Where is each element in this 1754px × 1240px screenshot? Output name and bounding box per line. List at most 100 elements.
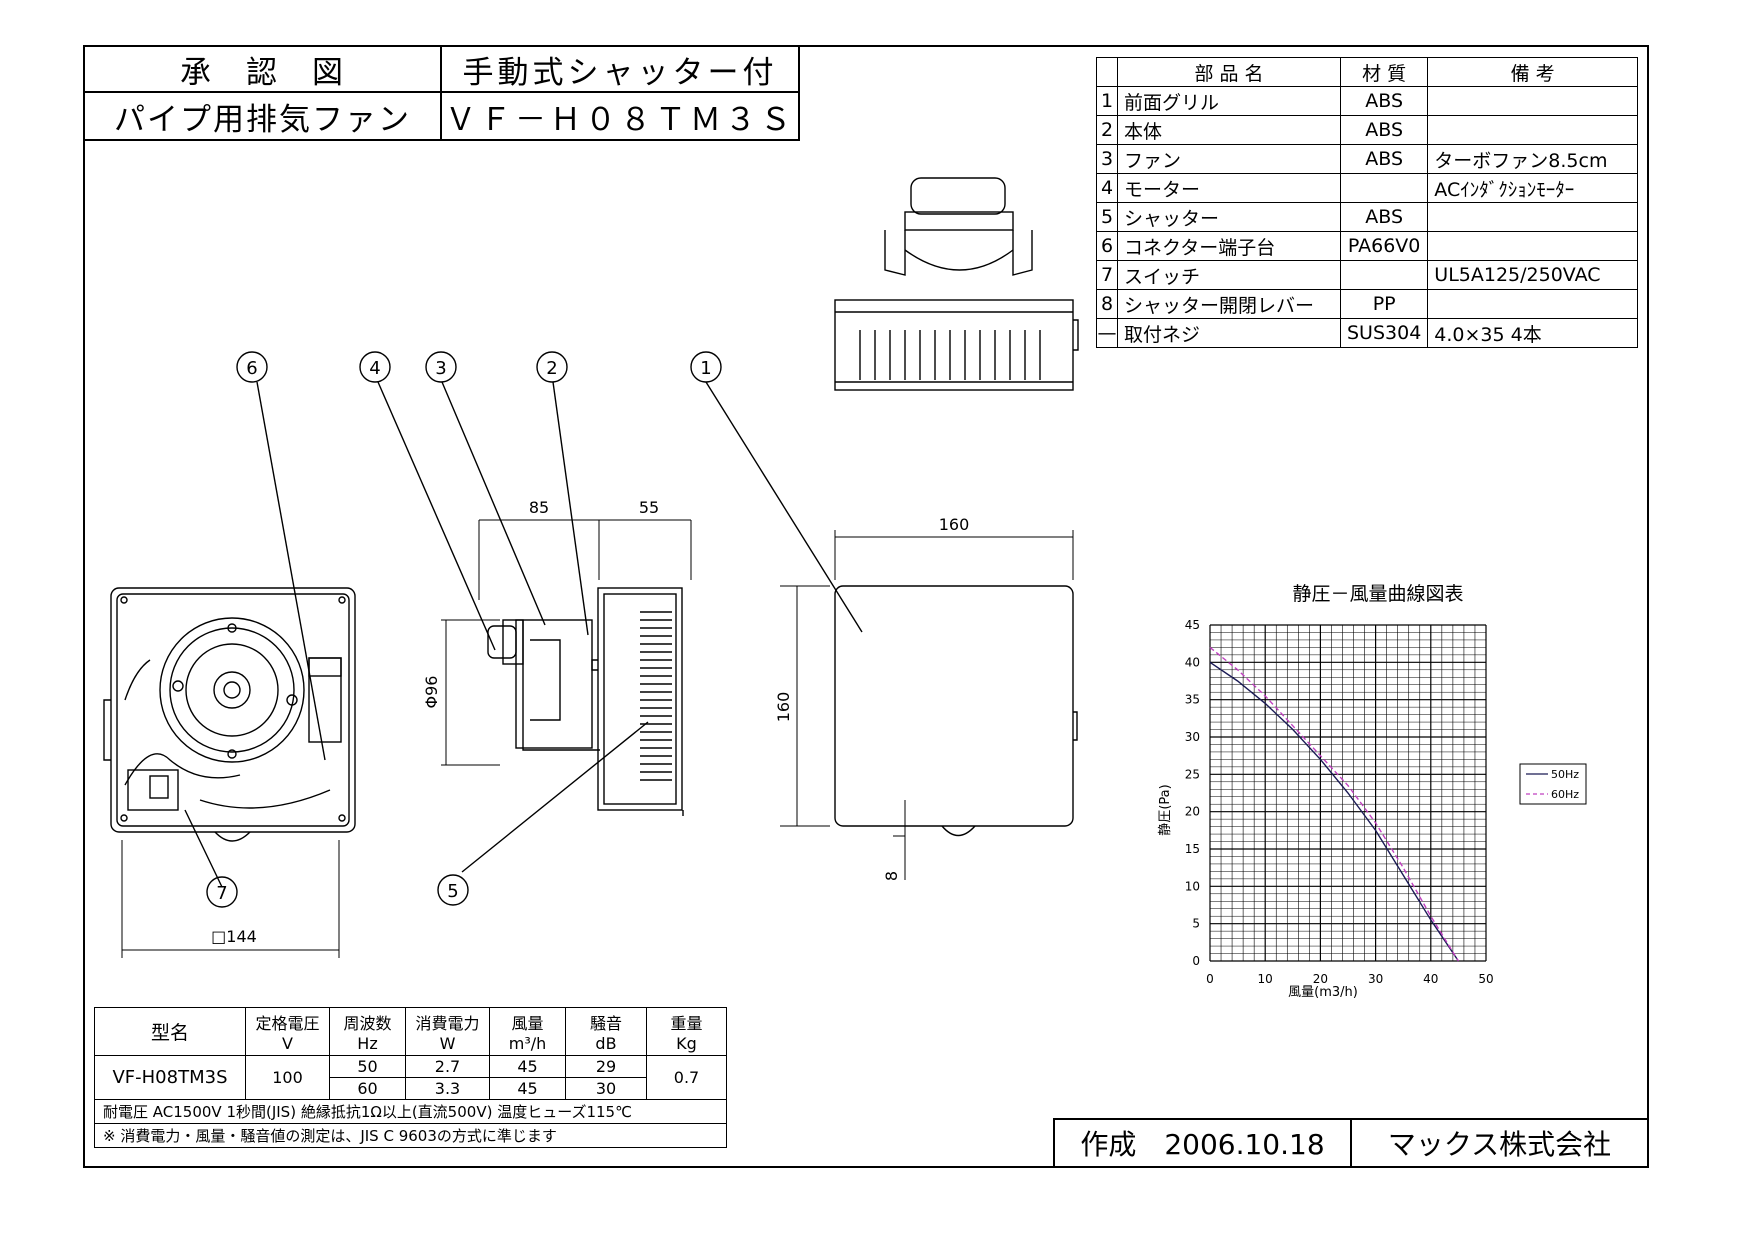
chart-xtick-label: 0 <box>1206 972 1214 986</box>
side-view-body <box>487 587 684 816</box>
parts-cell-name: モーター <box>1117 173 1341 203</box>
footer-company: マックス株式会社 <box>1387 1128 1612 1161</box>
callout-3: 3 <box>435 358 446 379</box>
legend-label-60hz: 60Hz <box>1551 788 1579 801</box>
spec-header-weight-unit: Kg <box>676 1034 697 1053</box>
spec-note1-row: 耐電圧 AC1500V 1秒間(JIS) 絶縁抵抗1Ω以上(直流500V) 温度… <box>94 1099 727 1124</box>
callout-circle-4 <box>359 351 391 383</box>
parts-cell-note: ACｲﾝﾀﾞｸｼｮﾝﾓｰﾀｰ <box>1427 173 1638 203</box>
title-model-text: ＶＦ－Ｈ０８ＴＭ３Ｓ <box>445 101 795 138</box>
parts-cell-material: ABS <box>1339 144 1429 174</box>
chart-grid <box>1209 624 1487 962</box>
parts-cell-no: 8 <box>1096 289 1118 319</box>
spec-weight: 0.7 <box>646 1055 727 1100</box>
spec-noise-60: 30 <box>565 1077 647 1100</box>
chart-ytick-label: 30 <box>1185 730 1200 744</box>
parts-cell-note <box>1427 202 1638 232</box>
title-shutter-text: 手動式シャッター付 <box>462 54 778 91</box>
parts-cell-material: ABS <box>1339 202 1429 232</box>
spec-row-50hz: VF-H08TM3S 100 50 2.7 45 29 0.7 <box>94 1055 727 1100</box>
chart-series-line-60hz <box>1209 646 1459 962</box>
spec-hz-60: 60 <box>329 1077 406 1100</box>
parts-cell-material <box>1339 260 1429 290</box>
parts-cell-note: 4.0×35 4本 <box>1427 318 1638 348</box>
spec-voltage: 100 <box>245 1055 330 1100</box>
parts-cell-note <box>1427 115 1638 145</box>
chart-xtick-label: 10 <box>1258 972 1273 986</box>
chart-xtick-label: 20 <box>1313 972 1328 986</box>
spec-note1: 耐電圧 AC1500V 1秒間(JIS) 絶縁抵抗1Ω以上(直流500V) 温度… <box>94 1099 727 1124</box>
parts-cell-note: ターボファン8.5cm <box>1427 144 1638 174</box>
spec-header-model: 型名 <box>94 1007 246 1056</box>
callout-circle-5 <box>437 874 469 906</box>
chart-ytick-label: 35 <box>1185 693 1200 707</box>
callout-7: 7 <box>216 883 227 904</box>
front-view-interior <box>103 587 356 842</box>
spec-model: VF-H08TM3S <box>94 1055 246 1100</box>
title-product-type: パイプ用排気ファン <box>83 91 442 141</box>
callout-leaders <box>184 381 863 888</box>
chart-xtick-label: 50 <box>1478 972 1493 986</box>
spec-header-voltage-unit: V <box>282 1034 293 1053</box>
spec-header-voltage-top: 定格電圧 <box>255 1014 320 1033</box>
parts-cell-material: SUS304 <box>1339 318 1429 348</box>
parts-cell-name: 取付ネジ <box>1117 318 1341 348</box>
parts-header-row: 部 品 名 材 質 備 考 <box>1096 57 1638 87</box>
callout-circles <box>206 351 722 908</box>
parts-cell-name: コネクター端子台 <box>1117 231 1341 261</box>
spec-header-weight-top: 重量 <box>670 1014 703 1033</box>
dimension-lines <box>121 519 1074 958</box>
spec-header-power-top: 消費電力 <box>415 1014 480 1033</box>
spec-header-flow-unit: m³/h <box>508 1034 547 1053</box>
dim-pipe-dia: Φ96 <box>422 676 441 709</box>
callout-1: 1 <box>700 358 711 379</box>
chart-series <box>1209 646 1459 962</box>
callout-circle-2 <box>536 351 568 383</box>
parts-cell-material: PA66V0 <box>1339 231 1429 261</box>
spec-header-flow-top: 風量 <box>511 1014 544 1033</box>
chart-ytick-label: 5 <box>1192 917 1200 931</box>
spec-header-model-label: 型名 <box>150 1022 189 1044</box>
title-model: ＶＦ－Ｈ０８ＴＭ３Ｓ <box>440 91 800 141</box>
callout-circle-1 <box>690 351 722 383</box>
chart-ytick-label: 10 <box>1185 879 1200 893</box>
callout-2: 2 <box>546 358 557 379</box>
chart-series-line-50hz <box>1209 661 1459 962</box>
footer-date: 作成 2006.10.18 <box>1055 1120 1352 1166</box>
parts-cell-name: ファン <box>1117 144 1341 174</box>
spec-header-noise-unit: dB <box>595 1034 617 1053</box>
callout-circle-3 <box>425 351 457 383</box>
chart-ytick-label: 0 <box>1192 954 1200 968</box>
top-view <box>834 177 1079 391</box>
spec-power-50: 2.7 <box>405 1055 490 1078</box>
front-grille-view <box>834 585 1078 837</box>
drawing-sheet <box>83 45 1649 1168</box>
spec-flow-60: 45 <box>489 1077 566 1100</box>
spec-noise-50: 29 <box>565 1055 647 1078</box>
chart-ytick-label: 25 <box>1185 767 1200 781</box>
callout-circle-7 <box>206 876 238 908</box>
chart-ylabel: 静圧(Pa) <box>1158 784 1173 835</box>
parts-header-material: 材 質 <box>1339 57 1429 87</box>
parts-header-name: 部 品 名 <box>1117 57 1341 87</box>
chart-legend: 50Hz 60Hz <box>1519 763 1587 805</box>
chart-legend-box <box>1519 763 1587 805</box>
side-view-grill <box>640 611 672 781</box>
parts-cell-name: シャッター開閉レバー <box>1117 289 1341 319</box>
